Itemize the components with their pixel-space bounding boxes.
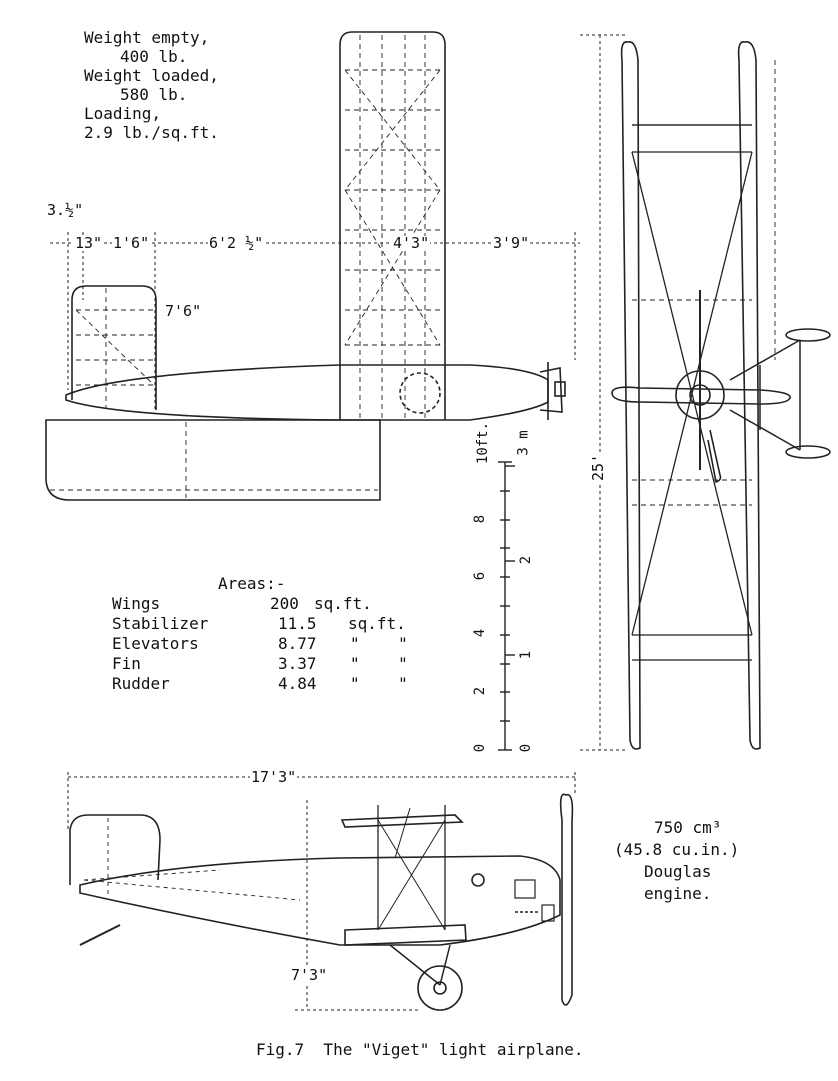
top-view-stabilizer (71, 285, 157, 410)
areas-row-value: 200 (270, 594, 299, 613)
areas-row-name: Stabilizer (112, 614, 209, 633)
dim-stab-span: 7'6" (164, 302, 203, 320)
areas-row-value: 11.5 (278, 614, 317, 633)
areas-row-unit: sq.ft. (314, 594, 372, 613)
areas-row-name: Elevators (112, 634, 199, 653)
scale-ft-6: 6 (472, 571, 489, 581)
dim-13in: 13" (74, 234, 104, 252)
areas-row-name: Fin (112, 654, 141, 673)
front-view-wing-right (737, 41, 761, 750)
side-view-wheel (417, 965, 463, 1011)
scale-ft-2: 2 (472, 686, 489, 696)
areas-row-unit: sq.ft. (348, 614, 406, 633)
scale-m-0: 0 (518, 743, 535, 753)
front-view-wing-left (620, 41, 641, 750)
top-view-lower-wing (45, 419, 381, 501)
dim-three-half: 3.½" (46, 201, 85, 219)
side-view-fuselage (79, 855, 561, 946)
scale-ft-8: 8 (472, 514, 489, 524)
scale-ft-4: 4 (472, 628, 489, 638)
scale-m-label: 3 m (515, 430, 532, 456)
side-view-propeller (559, 793, 574, 1006)
engine-cu-in: (45.8 cu.in.) (614, 840, 740, 859)
dim-4ft3: 4'3" (392, 234, 431, 252)
dim-height: 7'3" (290, 966, 329, 984)
areas-row-name: Wings (112, 594, 161, 613)
areas-heading: Areas:- (218, 574, 286, 593)
engine-word: engine. (644, 884, 712, 903)
top-view-wing (339, 31, 446, 420)
scale-m-2: 2 (518, 555, 535, 565)
scale-ft-0: 0 (472, 743, 489, 753)
side-view-fin (69, 814, 161, 885)
top-view (45, 31, 580, 501)
loading-value: 2.9 lb./sq.ft. (84, 123, 219, 142)
scale-bar (498, 461, 515, 751)
dim-1ft6: 1'6" (112, 234, 151, 252)
dim-6ft2: 6'2 ½" (208, 234, 265, 252)
areas-row-name: Rudder (112, 674, 170, 693)
dim-span: 25' (589, 452, 608, 483)
weight-empty-value: 400 lb. (120, 47, 188, 66)
top-view-fuselage (65, 364, 549, 421)
areas-row-value: 3.37 (278, 654, 317, 673)
areas-row-value: 8.77 (278, 634, 317, 653)
weight-loaded-value: 580 lb. (120, 85, 188, 104)
dim-length: 17'3" (250, 768, 298, 786)
scale-m-1: 1 (518, 650, 535, 660)
scale-ft-label: 10ft. (475, 421, 492, 465)
loading-label: Loading, (84, 104, 162, 123)
weight-empty-label: Weight empty, (84, 28, 210, 47)
areas-row-unit: " " (350, 634, 408, 653)
areas-row-unit: " " (350, 674, 408, 693)
engine-displacement: 750 cm³ (654, 818, 722, 837)
areas-row-value: 4.84 (278, 674, 317, 693)
dim-3ft9: 3'9" (492, 234, 531, 252)
front-view (580, 34, 831, 751)
areas-row-unit: " " (350, 654, 408, 673)
engine-make: Douglas (644, 862, 712, 881)
weight-loaded-label: Weight loaded, (84, 66, 219, 85)
figure-caption: Fig.7 The "Viget" light airplane. (256, 1040, 584, 1059)
front-view-propeller (611, 386, 791, 405)
